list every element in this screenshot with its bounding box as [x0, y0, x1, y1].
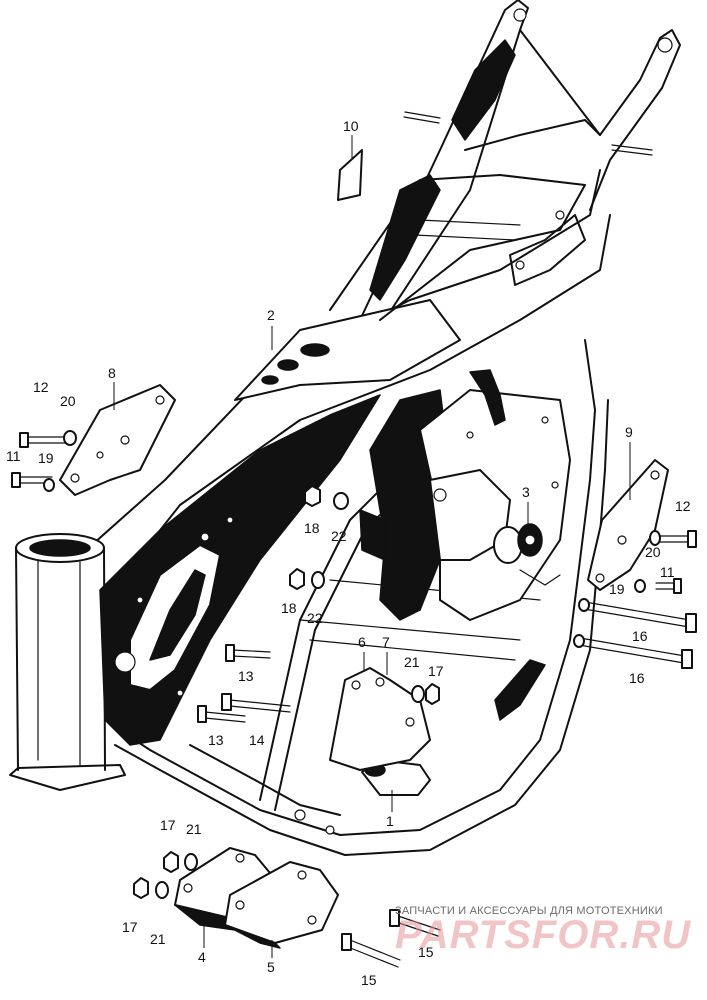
callout-17-bottom-upper: 17	[160, 817, 176, 833]
callout-17-centre: 17	[428, 663, 444, 679]
callout-13-upper: 13	[238, 668, 254, 684]
callout-15-left: 15	[361, 972, 377, 988]
callout-3: 3	[522, 484, 530, 500]
callout-12-right: 12	[675, 498, 691, 514]
fasteners	[11, 111, 697, 968]
callout-11-left: 11	[6, 448, 21, 464]
callout-20-right: 20	[645, 544, 661, 560]
frame-body	[9, 0, 681, 856]
callout-15-right: 15	[418, 944, 434, 960]
leader-lines	[113, 135, 631, 958]
callout-21-centre: 21	[404, 654, 420, 670]
callout-14: 14	[249, 732, 265, 748]
callout-20-left: 20	[60, 393, 76, 409]
callout-6: 6	[358, 634, 366, 650]
callout-22-lower: 22	[307, 610, 323, 626]
callout-11-right: 11	[660, 564, 675, 580]
callout-18-upper: 18	[304, 520, 320, 536]
callout-19-left: 19	[38, 450, 54, 466]
watermark-tagline: ЗАПЧАСТИ И АКСЕССУАРЫ ДЛЯ МОТОТЕХНИКИ	[395, 905, 663, 917]
callout-22-upper: 22	[331, 528, 347, 544]
callout-21-bottom-upper: 21	[186, 821, 202, 837]
callout-13-lower: 13	[208, 732, 224, 748]
callout-21-bottom-lower: 21	[150, 931, 166, 947]
callout-17-bottom-lower: 17	[122, 919, 138, 935]
callout-2: 2	[267, 307, 275, 323]
callout-4: 4	[198, 949, 206, 965]
watermark-brand-logo: PARTSFOR.RU	[395, 913, 692, 957]
callout-5: 5	[267, 959, 275, 975]
callout-7: 7	[382, 634, 390, 650]
callout-12-left: 12	[33, 379, 49, 395]
callout-10: 10	[343, 118, 359, 134]
callout-9: 9	[625, 424, 633, 440]
callout-18-lower: 18	[281, 600, 297, 616]
callout-8: 8	[108, 365, 116, 381]
callout-16-lower: 16	[629, 670, 645, 686]
callout-16-upper: 16	[632, 628, 648, 644]
engine-hanger-plates	[59, 149, 669, 949]
callout-labels: 1 2 3 4 5 6 7 8 9 10 11 11 12 12 13 13 1…	[6, 118, 691, 988]
callout-1: 1	[386, 813, 394, 829]
callout-19-right: 19	[609, 581, 625, 597]
